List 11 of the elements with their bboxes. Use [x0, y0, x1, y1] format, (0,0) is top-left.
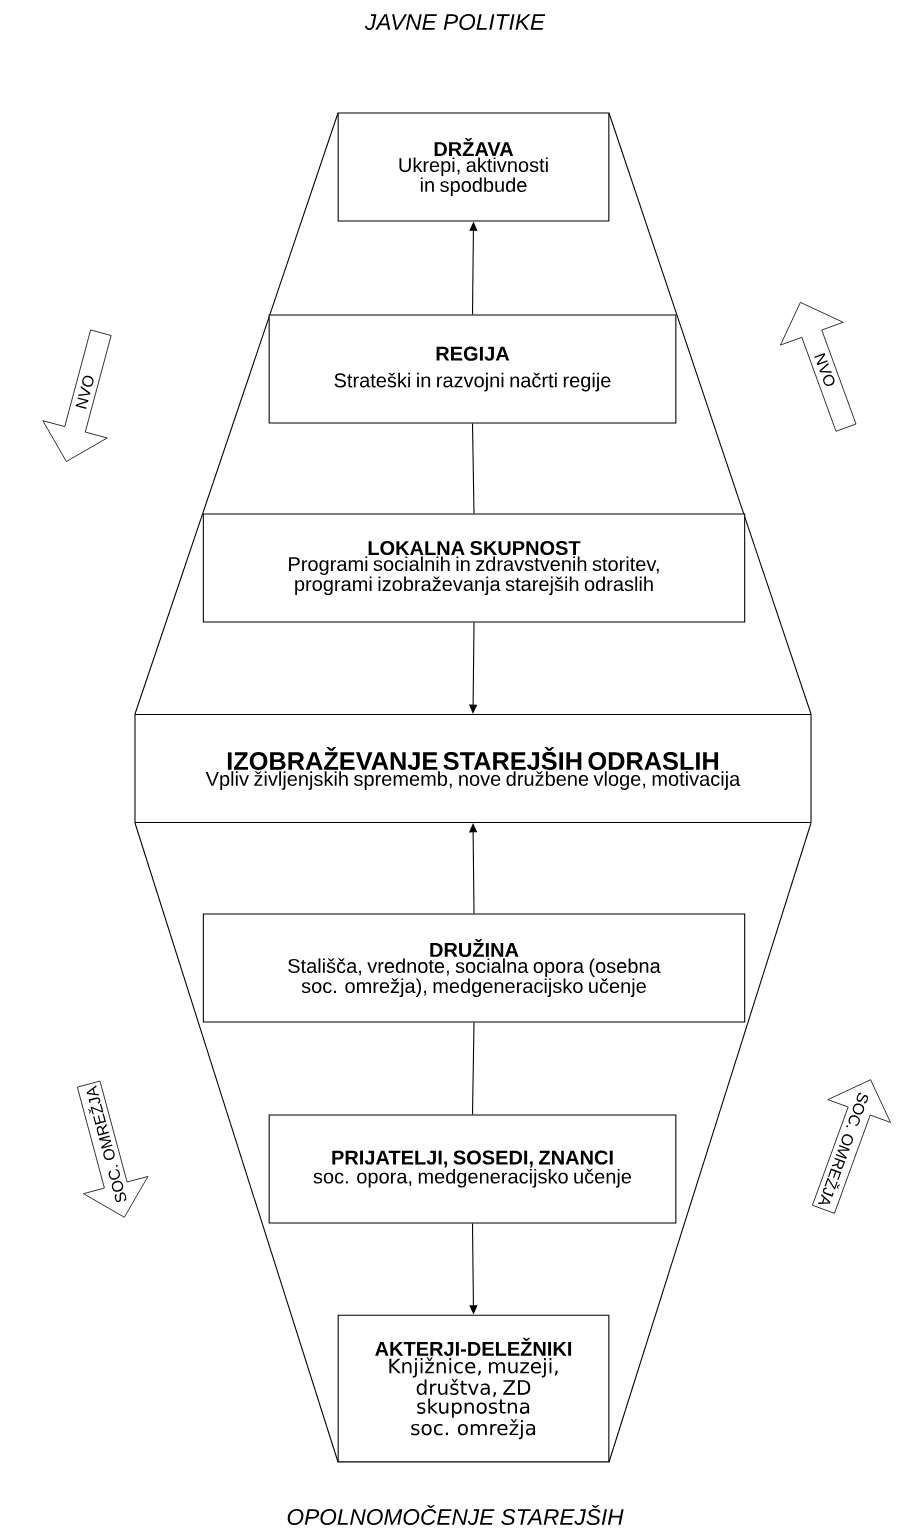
text-box: IZOBRAŽEVANJE STAREJŠIH ODRASLIH Vpliv življenjskih sprememb, nove družbene vloge, motivacija — [134, 713, 812, 824]
text-box: AKTERJI-DELEŽNIKI Knjižnice, muzeji, društva, ZD skupnostna soc. omrežja — [337, 1314, 610, 1463]
title: JAVNE POLITIKE — [364, 13, 546, 31]
text-box: LOKALNA SKUPNOST Programi socialnih in zdravstvenih storitev, programi izobraževanja starejših odraslih — [202, 513, 746, 623]
text-box: DRUŽINA Stališča, vrednote, socialna opora (osebna soc. omrežja), medgeneracijsko učenje — [202, 913, 746, 1023]
text-box: DRŽAVA Ukrepi, aktivnosti in spodbude — [337, 112, 610, 222]
connector — [471, 1022, 475, 1115]
connector — [471, 423, 475, 514]
caption: OPOLNOMOČENJE STAREJŠIH — [287, 1505, 624, 1526]
text-box: REGIJA Strateški in razvojni načrti regije — [268, 314, 677, 424]
text-box: PRIJATELJI, SOSEDI, ZNANCI soc. opora, medgeneracijsko učenje — [268, 1114, 677, 1224]
